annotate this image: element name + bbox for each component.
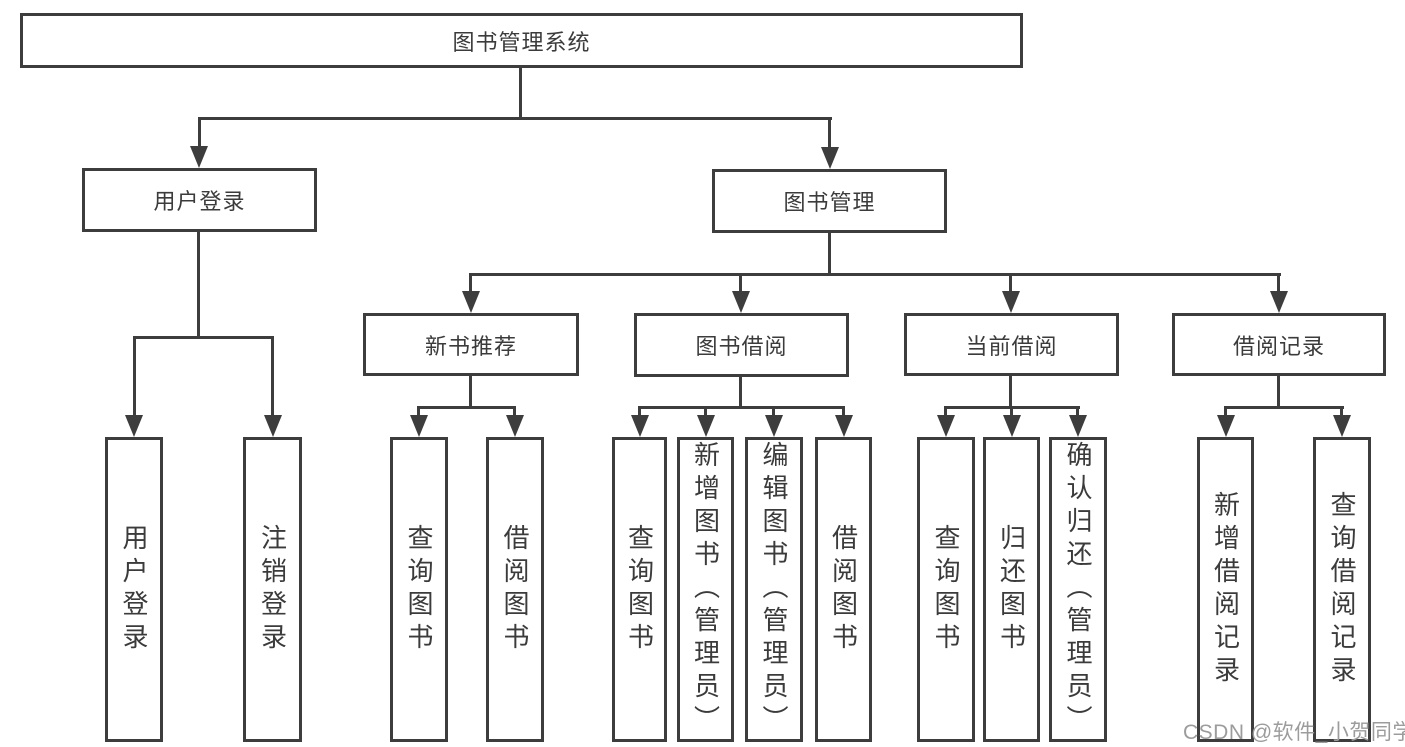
connector-recommend-stem xyxy=(469,376,472,409)
arrow-down-icon xyxy=(631,415,649,437)
node-label: 查询图书 xyxy=(624,523,655,656)
node-root: 图书管理系统 xyxy=(20,13,1023,68)
leaf-user-login: 用户登录 xyxy=(105,437,163,742)
node-label: 用户登录 xyxy=(119,523,149,656)
node-label: 用户登录 xyxy=(153,189,246,214)
connector-branch-leaf xyxy=(133,336,136,418)
arrow-down-icon xyxy=(1069,415,1087,437)
leaf-logout: 注销登录 xyxy=(243,437,302,742)
arrow-down-icon xyxy=(1003,415,1021,437)
leaf-add-borrow-record: 新增借阅记录 xyxy=(1197,437,1254,742)
arrow-down-icon xyxy=(1333,415,1351,437)
connector-recommend-bar xyxy=(418,406,516,409)
node-label: 查询图书 xyxy=(404,523,434,656)
connector-root-stem xyxy=(519,68,522,120)
arrow-down-icon xyxy=(1002,291,1020,313)
connector-borrow-bar xyxy=(638,406,845,409)
arrow-down-icon xyxy=(732,291,750,313)
connector-current-stem xyxy=(1009,376,1012,409)
arrow-down-icon xyxy=(765,415,783,437)
leaf-borrow-books-recommend: 借阅图书 xyxy=(486,437,544,742)
connector-borrow-stem xyxy=(739,376,742,409)
node-new-book-recommend: 新书推荐 xyxy=(363,313,579,376)
node-label: 当前借阅 xyxy=(965,333,1058,359)
connector-level3-bar xyxy=(469,273,1281,276)
connector-branch-leaf xyxy=(944,406,947,418)
leaf-query-borrow-record: 查询借阅记录 xyxy=(1313,437,1371,742)
node-label: 图书管理系统 xyxy=(452,29,591,55)
connector-branch-leaf xyxy=(704,406,707,418)
node-label: 归还图书 xyxy=(996,523,1027,656)
node-label: 新书推荐 xyxy=(424,333,517,359)
connector-branch-leaf xyxy=(638,406,641,418)
connector-branch-leaf xyxy=(1076,406,1079,418)
connector-branch-leaf xyxy=(772,406,775,418)
arrow-down-icon xyxy=(821,147,839,169)
node-label: 图书借阅 xyxy=(695,334,788,359)
node-label: 编辑图书（管理员） xyxy=(759,441,789,738)
connector-branch-leaf xyxy=(1224,406,1227,418)
arrow-down-icon xyxy=(1270,291,1288,313)
node-label: 借阅记录 xyxy=(1232,333,1325,359)
node-user-login: 用户登录 xyxy=(82,168,317,232)
arrow-down-icon xyxy=(835,415,853,437)
leaf-edit-books-admin: 编辑图书（管理员） xyxy=(745,437,803,742)
arrow-down-icon xyxy=(264,415,282,437)
connector-branch-leaf xyxy=(842,406,845,418)
connector-records-stem xyxy=(1277,376,1280,409)
node-label: 图书管理 xyxy=(783,190,876,215)
connector-branch-level3 xyxy=(469,273,472,293)
connector-branch-user-login xyxy=(198,117,201,157)
node-current-borrow: 当前借阅 xyxy=(904,313,1119,376)
connector-branch-level3 xyxy=(1009,273,1012,293)
leaf-query-books-borrow: 查询图书 xyxy=(612,437,667,742)
connector-branch-level3 xyxy=(1277,273,1280,293)
leaf-borrow-books: 借阅图书 xyxy=(815,437,872,742)
node-borrow-records: 借阅记录 xyxy=(1172,313,1386,376)
arrow-down-icon xyxy=(125,415,143,437)
connector-branch-level3 xyxy=(739,273,742,293)
node-label: 注销登录 xyxy=(257,523,288,656)
node-label: 查询图书 xyxy=(931,523,961,656)
leaf-query-books-current: 查询图书 xyxy=(917,437,975,742)
arrow-down-icon xyxy=(462,291,480,313)
node-label: 借阅图书 xyxy=(500,523,530,656)
connector-branch-leaf xyxy=(513,406,516,418)
connector-branch-leaf xyxy=(1010,406,1013,418)
arrow-down-icon xyxy=(937,415,955,437)
csdn-watermark: CSDN @软件_小贺同学 xyxy=(1183,721,1405,744)
connector-branch-book-mgmt xyxy=(828,117,831,158)
leaf-return-books: 归还图书 xyxy=(983,437,1040,742)
arrow-down-icon xyxy=(697,415,715,437)
node-label: 新增借阅记录 xyxy=(1210,490,1241,689)
leaf-query-books-recommend: 查询图书 xyxy=(390,437,448,742)
node-label: 新增图书（管理员） xyxy=(690,441,721,738)
node-book-borrow: 图书借阅 xyxy=(634,313,849,377)
connector-branch-leaf xyxy=(1340,406,1343,418)
connector-book-mgmt-stem xyxy=(828,233,831,276)
node-label: 查询借阅记录 xyxy=(1327,490,1357,689)
connector-user-login-stem xyxy=(197,232,200,339)
connector-branch-leaf xyxy=(417,406,420,418)
connector-branch-leaf xyxy=(271,336,274,418)
leaf-add-books-admin: 新增图书（管理员） xyxy=(677,437,734,742)
connector-root-bar xyxy=(198,117,832,120)
connector-records-bar xyxy=(1224,406,1344,409)
connector-user-login-bar xyxy=(133,336,274,339)
arrow-down-icon xyxy=(190,146,208,168)
leaf-confirm-return-admin: 确认归还（管理员） xyxy=(1049,437,1107,742)
node-book-management: 图书管理 xyxy=(712,169,947,233)
arrow-down-icon xyxy=(410,415,428,437)
node-label: 借阅图书 xyxy=(828,523,859,656)
arrow-down-icon xyxy=(506,415,524,437)
arrow-down-icon xyxy=(1217,415,1235,437)
node-label: 确认归还（管理员） xyxy=(1063,441,1093,738)
